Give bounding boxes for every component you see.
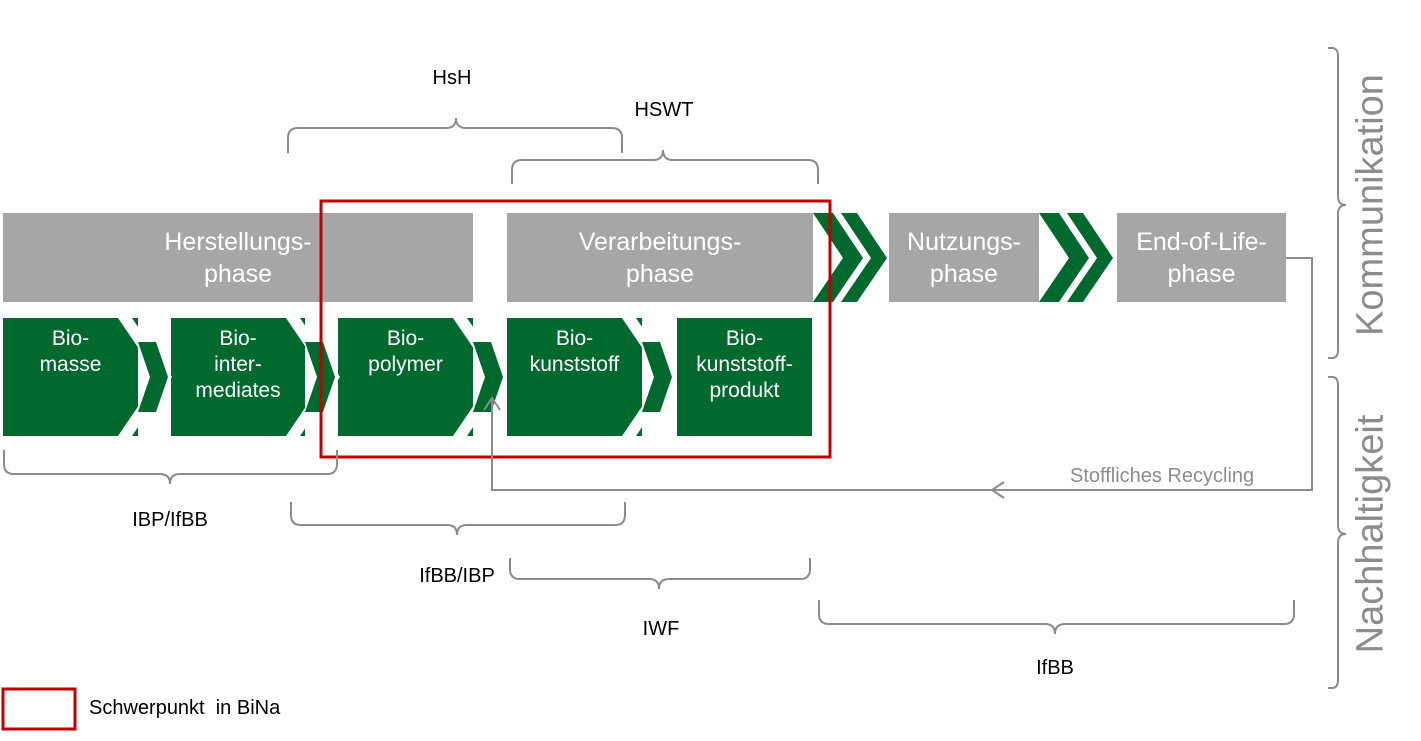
phase-verarbeitung: Verarbeitungs- phase — [507, 213, 813, 302]
bracket-nachhaltigkeit — [1328, 376, 1347, 689]
step-chevron-green — [473, 342, 503, 412]
step-chevron-green — [138, 342, 168, 412]
focus-frame — [319, 199, 832, 459]
step-biopolymer: Bio- polymer — [338, 318, 473, 436]
step-biointermediates: Bio- inter- mediates — [171, 318, 305, 436]
step-biokunststoff: Bio- kunststoff — [507, 318, 642, 436]
phase-endoflife: End-of-Life- phase — [1117, 213, 1286, 302]
legend-swatch — [1, 687, 77, 731]
label-hswt: HSWT — [634, 99, 694, 121]
phase-herstellung: Herstellungs- phase — [3, 213, 473, 302]
legend-label: Schwerpunkt in BiNa — [89, 697, 281, 719]
label-ifbb: IfBB — [1036, 657, 1074, 679]
step-chevron-group — [118, 318, 676, 436]
phase-chevron — [1067, 213, 1113, 302]
label-iwf: IWF — [642, 618, 680, 640]
step-chevron-green-group — [138, 342, 672, 412]
phase-chevron — [1039, 213, 1089, 302]
phase-chevron — [813, 213, 863, 302]
phase-nutzung: Nutzungs- phase — [889, 213, 1039, 302]
recycling-arrowhead-left — [990, 481, 1005, 499]
step-chevron-green — [642, 342, 672, 412]
recycling-arrowhead-up — [483, 396, 501, 411]
phase-chevron — [841, 213, 887, 302]
side-label-kommunikation: Kommunikation — [1349, 74, 1392, 336]
step-biomasse: Bio- masse — [3, 318, 138, 436]
bracket-iwf — [509, 558, 811, 590]
bracket-ifbb — [818, 600, 1295, 635]
label-ifbb-ibp: IfBB/IBP — [419, 565, 495, 587]
bracket-kommunikation — [1328, 47, 1347, 359]
label-ibp-ifbb: IBP/IfBB — [132, 509, 208, 531]
side-label-nachhaltigkeit: Nachhaltigkeit — [1349, 414, 1392, 654]
recycling-line — [491, 257, 1313, 491]
bracket-ifbb-ibp — [290, 502, 626, 536]
bracket-group — [3, 47, 1347, 689]
bracket-hswt — [511, 149, 819, 184]
bracket-hsh — [287, 117, 623, 153]
recycling-loop — [483, 257, 1313, 499]
step-biokunststoffprodukt: Bio- kunststoff- produkt — [677, 318, 812, 436]
label-recycling: Stoffliches Recycling — [1070, 465, 1255, 487]
label-hsh: HsH — [432, 67, 472, 89]
phase-chevron-group — [813, 213, 1113, 302]
bracket-ibp-ifbb — [3, 450, 338, 485]
